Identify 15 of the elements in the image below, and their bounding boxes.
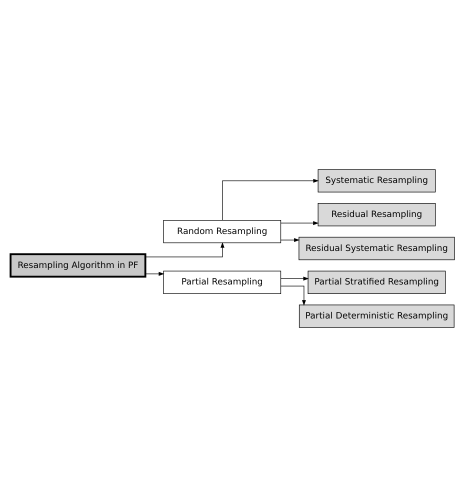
arrow [280,221,319,226]
node-box: Residual Systematic Resampling [298,236,455,260]
node-box: Partial Resampling [163,270,282,294]
node-box: Systematic Resampling [318,169,436,192]
arrow [222,178,319,220]
arrow [145,272,164,276]
arrow [280,276,309,281]
arrow [145,242,224,258]
arrow [280,238,300,242]
node-box: Partial Deterministic Resampling [298,304,454,328]
node-box: Residual Resampling [318,203,436,226]
arrow [280,286,306,306]
node-box: Resampling Algorithm in PF [10,253,146,278]
node-box: Random Resampling [163,220,282,244]
node-box: Partial Stratified Resampling [308,270,446,294]
